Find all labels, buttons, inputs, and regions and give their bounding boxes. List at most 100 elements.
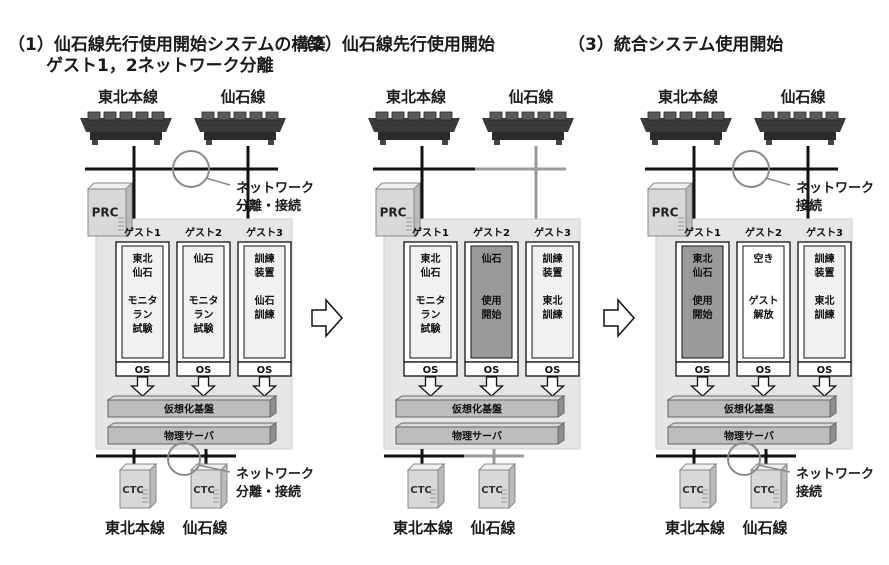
console-monitor xyxy=(265,111,279,121)
console-monitor xyxy=(87,111,101,121)
server-label: CTC xyxy=(122,485,144,496)
os-box xyxy=(736,361,791,377)
guest-text: 空き xyxy=(754,252,774,265)
console-monitor xyxy=(647,111,661,121)
os-label: OS xyxy=(484,365,500,376)
server-tower-side xyxy=(220,462,228,510)
panel-title: （2）仙石線先行使用開始 xyxy=(296,34,495,55)
console-leg xyxy=(828,140,834,145)
console-monitor xyxy=(119,111,133,121)
panel-subtitle: ゲスト1，2ネットワーク分離 xyxy=(46,55,274,76)
console-monitor xyxy=(375,111,389,121)
server-label: PRC xyxy=(380,206,407,220)
physical-server-bar-label: 物理サーバ xyxy=(724,430,774,443)
console-desk-body xyxy=(764,132,836,140)
guest-body xyxy=(531,245,574,359)
network-switch-circle xyxy=(732,150,770,188)
guest-text: 東北 xyxy=(133,252,153,265)
virtualization-bar-label: 仮想化基盤 xyxy=(163,403,215,416)
console-desk-body xyxy=(378,132,450,140)
top-line-name-right: 仙石線 xyxy=(220,88,265,106)
os-box xyxy=(115,361,170,377)
physical-server-bar-top xyxy=(666,422,838,428)
console-leg xyxy=(652,140,658,145)
guest-text: モニタ xyxy=(189,295,219,307)
console-desk-body xyxy=(650,132,722,140)
guest-text: 東北 xyxy=(693,252,713,265)
console-monitor xyxy=(505,111,519,121)
down-arrow-icon xyxy=(129,376,156,397)
console-monitor xyxy=(679,111,693,121)
console-leg xyxy=(766,140,772,145)
console-leg xyxy=(92,140,98,145)
guest-header: ゲスト3 xyxy=(246,226,283,239)
os-box xyxy=(237,361,292,377)
callout-line xyxy=(205,177,231,186)
console-monitor xyxy=(439,111,453,121)
guest-text: 仙石 xyxy=(421,266,441,279)
console-monitor xyxy=(809,111,823,121)
guest-text: 装置 xyxy=(254,266,275,279)
guest-text: 開始 xyxy=(693,308,713,321)
top-line-name-left: 東北本線 xyxy=(658,88,718,106)
os-label: OS xyxy=(257,365,273,376)
note-top: 分離・接続 xyxy=(236,198,301,214)
server-label: PRC xyxy=(92,206,119,220)
console-leg xyxy=(206,140,212,145)
guest-text: 訓練 xyxy=(255,308,275,321)
os-box xyxy=(675,361,730,377)
guest-text: 訓練 xyxy=(815,308,835,321)
guest-text: 試験 xyxy=(421,322,442,335)
console-monitor xyxy=(201,111,215,121)
os-box xyxy=(176,361,231,377)
guest-body xyxy=(803,245,846,359)
virtualization-bar-top xyxy=(666,395,838,401)
guest-text: 訓練 xyxy=(255,252,275,265)
note-bottom: ネットワーク xyxy=(796,467,874,482)
guest-text: モニタ xyxy=(416,295,446,307)
server-tower-side xyxy=(437,462,445,510)
console-desk-body xyxy=(90,132,162,140)
console-desk-top xyxy=(754,118,846,132)
guest-text: 装置 xyxy=(814,266,835,279)
console-monitor xyxy=(249,111,263,121)
note-bottom: ネットワーク xyxy=(236,467,314,482)
down-arrow-icon xyxy=(478,376,505,397)
guest-text: 東北 xyxy=(815,294,835,307)
guest-text: 仙石 xyxy=(255,294,275,307)
bottom-line-name-left: 東北本線 xyxy=(665,519,725,537)
server-tower xyxy=(647,188,687,237)
transition-arrow-icon xyxy=(311,298,344,338)
os-label: OS xyxy=(545,365,561,376)
top-line-name-left: 東北本線 xyxy=(386,88,446,106)
console-monitor xyxy=(711,111,725,121)
guest-header: ゲスト1 xyxy=(412,226,449,239)
guest-text: ラン xyxy=(421,309,441,321)
callout-line xyxy=(765,177,791,186)
callout-line xyxy=(197,464,231,473)
console-leg xyxy=(154,140,160,145)
note-bottom: 接続 xyxy=(796,484,822,500)
console-monitor xyxy=(553,111,567,121)
panel-title: （1）仙石線先行使用開始システムの構築 xyxy=(8,34,326,55)
network-switch-circle xyxy=(172,150,210,188)
guest-text: 開始 xyxy=(482,308,502,321)
console-monitor xyxy=(233,111,247,121)
guest-body xyxy=(470,245,513,359)
server-tower-side xyxy=(125,181,133,238)
server-tower-side xyxy=(413,181,421,238)
down-arrow-icon xyxy=(539,376,566,397)
virtualization-bar-label: 仮想化基盤 xyxy=(723,403,775,416)
guest-text: 東北 xyxy=(421,252,441,265)
down-arrow-icon xyxy=(811,376,838,397)
guest-text: 東北 xyxy=(543,294,563,307)
note-top: ネットワーク xyxy=(796,181,874,196)
console-monitor xyxy=(793,111,807,121)
server-tower-top xyxy=(86,182,134,190)
physical-server-bar-label: 物理サーバ xyxy=(164,430,214,443)
transition-arrow-icon xyxy=(603,298,636,338)
note-bottom: 分離・接続 xyxy=(236,484,301,500)
os-box xyxy=(403,361,458,377)
